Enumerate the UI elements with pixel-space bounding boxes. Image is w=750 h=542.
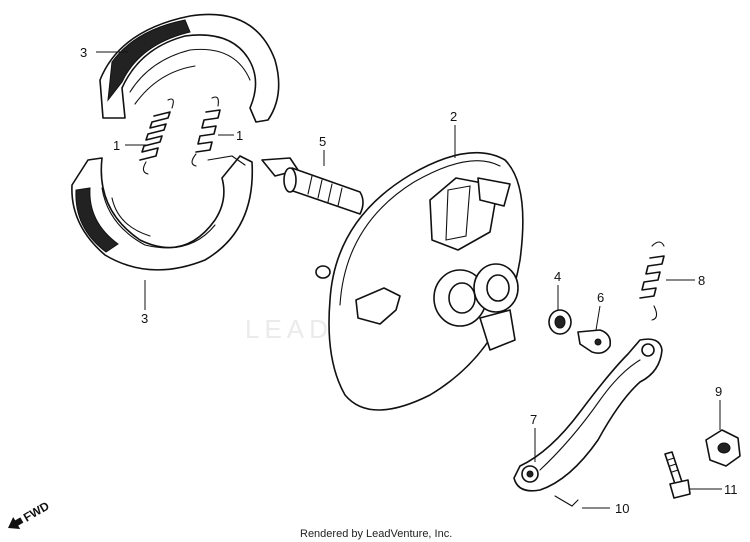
callout-6-indicator: 6: [597, 290, 604, 305]
callout-3-upper-shoe: 3: [80, 45, 87, 60]
fwd-label: FWD: [21, 499, 52, 525]
brake-shoe-upper[interactable]: [99, 13, 280, 123]
callout-4-seal: 4: [554, 269, 561, 284]
torque-link[interactable]: [513, 338, 663, 492]
oil-seal[interactable]: [548, 309, 572, 335]
return-spring[interactable]: [639, 241, 665, 321]
callout-7-torque-link: 7: [530, 412, 537, 427]
callout-3-lower-shoe: 3: [141, 311, 148, 326]
forward-arrow-icon: [8, 516, 24, 530]
footer-credit: Rendered by LeadVenture, Inc.: [300, 528, 452, 540]
callout-2-panel: 2: [450, 109, 457, 124]
callout-8-spring: 8: [698, 273, 705, 288]
brake-shoe-lower[interactable]: [71, 155, 254, 271]
callout-1-left-spring: 1: [113, 138, 120, 153]
shoe-spring-left[interactable]: [139, 98, 174, 175]
forward-arrow: FWD: [8, 499, 52, 530]
leader-lines: [96, 51, 722, 509]
shoe-spring-right[interactable]: [191, 96, 221, 167]
callout-labels: 3 1 1 5 2 3 4 6 8 7 9 10 11: [80, 45, 738, 516]
wear-indicator-plate[interactable]: [577, 329, 612, 354]
callout-9-nut: 9: [715, 384, 722, 399]
callout-10-cotter-pin: 10: [615, 501, 629, 516]
flange-nut[interactable]: [705, 429, 741, 467]
brake-panel[interactable]: [315, 151, 524, 411]
callout-1-right-spring: 1: [236, 128, 243, 143]
pivot-bolt[interactable]: [664, 451, 691, 499]
callout-11-bolt: 11: [724, 482, 738, 497]
cotter-pin[interactable]: [554, 495, 579, 507]
callout-5-cam: 5: [319, 134, 326, 149]
brake-cam[interactable]: [261, 157, 364, 215]
